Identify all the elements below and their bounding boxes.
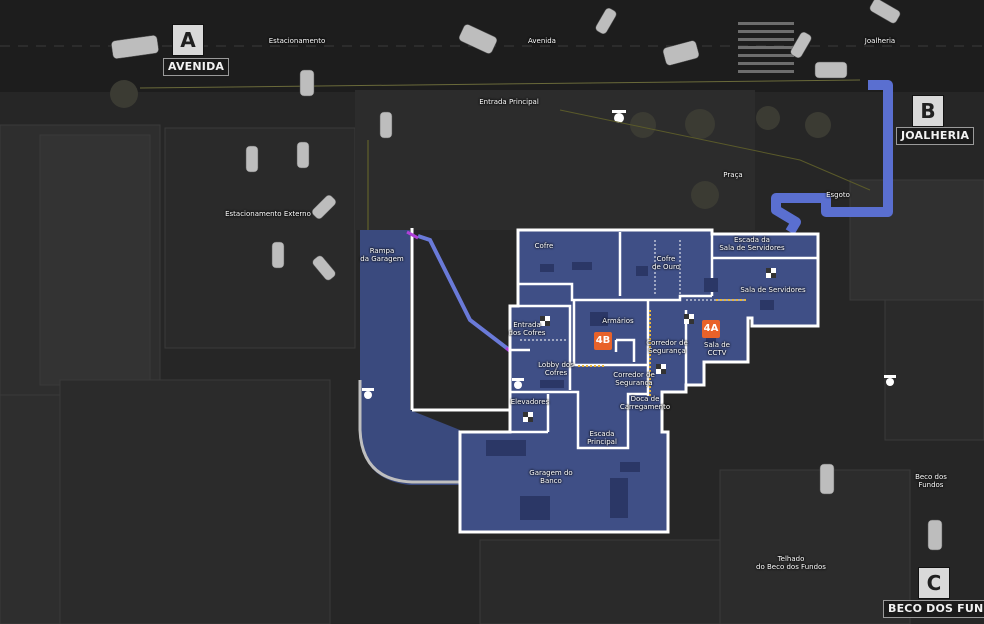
- reinforced-walls: [578, 299, 746, 396]
- room-sala-de-cctv: Sala de CCTV: [704, 341, 730, 357]
- zone-c-letter: C: [918, 567, 950, 599]
- room-escada-principal: Escada Principal: [587, 430, 617, 446]
- camera-icon: [362, 110, 896, 399]
- room-cofre-de-ouro: Cofre de Ouro: [652, 255, 680, 271]
- room-escada-sala-servidores: Escada da Sala de Servidores: [719, 236, 785, 252]
- bank-building: [458, 228, 820, 534]
- label-avenida: Avenida: [528, 37, 556, 45]
- city-blocks: [0, 124, 984, 624]
- checkered-objective-icon: [656, 364, 666, 374]
- underground-link: [417, 234, 514, 354]
- internal-walls: [510, 232, 818, 450]
- label-telhado: Telhado do Beco dos Fundos: [756, 555, 826, 571]
- zone-c-name: BECO DOS FUNDOS: [883, 600, 984, 618]
- outline-line: [559, 109, 871, 191]
- room-sala-de-servidores: Sala de Servidores: [740, 286, 806, 294]
- sewer-path: [771, 80, 893, 235]
- label-beco-dos-fundos: Beco dos Fundos: [915, 473, 947, 489]
- zone-b-name: JOALHERIA: [896, 127, 975, 145]
- room-corredor-seguranca-2: Corredor de Segurança: [613, 371, 655, 387]
- room-elevadores: Elevadores: [510, 398, 550, 406]
- room-lobby-dos-cofres: Lobby dos Cofres: [538, 361, 574, 377]
- label-estacionamento: Estacionamento: [268, 37, 326, 45]
- room-armarios: Armários: [602, 317, 634, 325]
- label-rampa-garagem: Rampa da Garagem: [360, 247, 404, 263]
- checkered-objective-icon: [540, 316, 550, 326]
- checkered-objective-icon: [523, 412, 533, 422]
- checkered-objective-icon: [766, 268, 776, 278]
- zone-a-name: AVENIDA: [163, 58, 230, 76]
- zone-b-letter: B: [912, 95, 944, 127]
- label-esgoto: Esgoto: [826, 191, 850, 199]
- zone-a-letter: A: [172, 24, 204, 56]
- label-entrada-principal: Entrada Principal: [479, 98, 539, 106]
- room-entrada-dos-cofres: Entrada dos Cofres: [508, 321, 546, 337]
- room-corredor-seguranca-1: Corredor de Segurança: [646, 339, 688, 355]
- car-icon: [111, 0, 943, 551]
- room-cofre: Cofre: [534, 242, 554, 250]
- ramp-curve: [358, 380, 460, 484]
- label-praca: Praça: [723, 171, 743, 179]
- checkered-objective-icon: [684, 314, 694, 324]
- parking-lot: [355, 90, 755, 230]
- garage-ramp: [360, 230, 460, 485]
- furniture: [486, 262, 774, 520]
- curb-line: [139, 79, 861, 89]
- tree-icon: [110, 80, 831, 209]
- breach-marker: [406, 230, 419, 240]
- room-doca-carregamento: Doca de Carregamento: [619, 395, 671, 411]
- objective-site-4b: 4B: [594, 332, 612, 350]
- room-garagem-do-banco: Garagem do Banco: [529, 469, 573, 485]
- label-estacionamento-externo: Estacionamento Externo: [225, 210, 311, 218]
- crosswalk: [738, 22, 794, 73]
- objective-site-4a: 4A: [702, 320, 720, 338]
- label-joalheria: Joalheria: [864, 37, 896, 45]
